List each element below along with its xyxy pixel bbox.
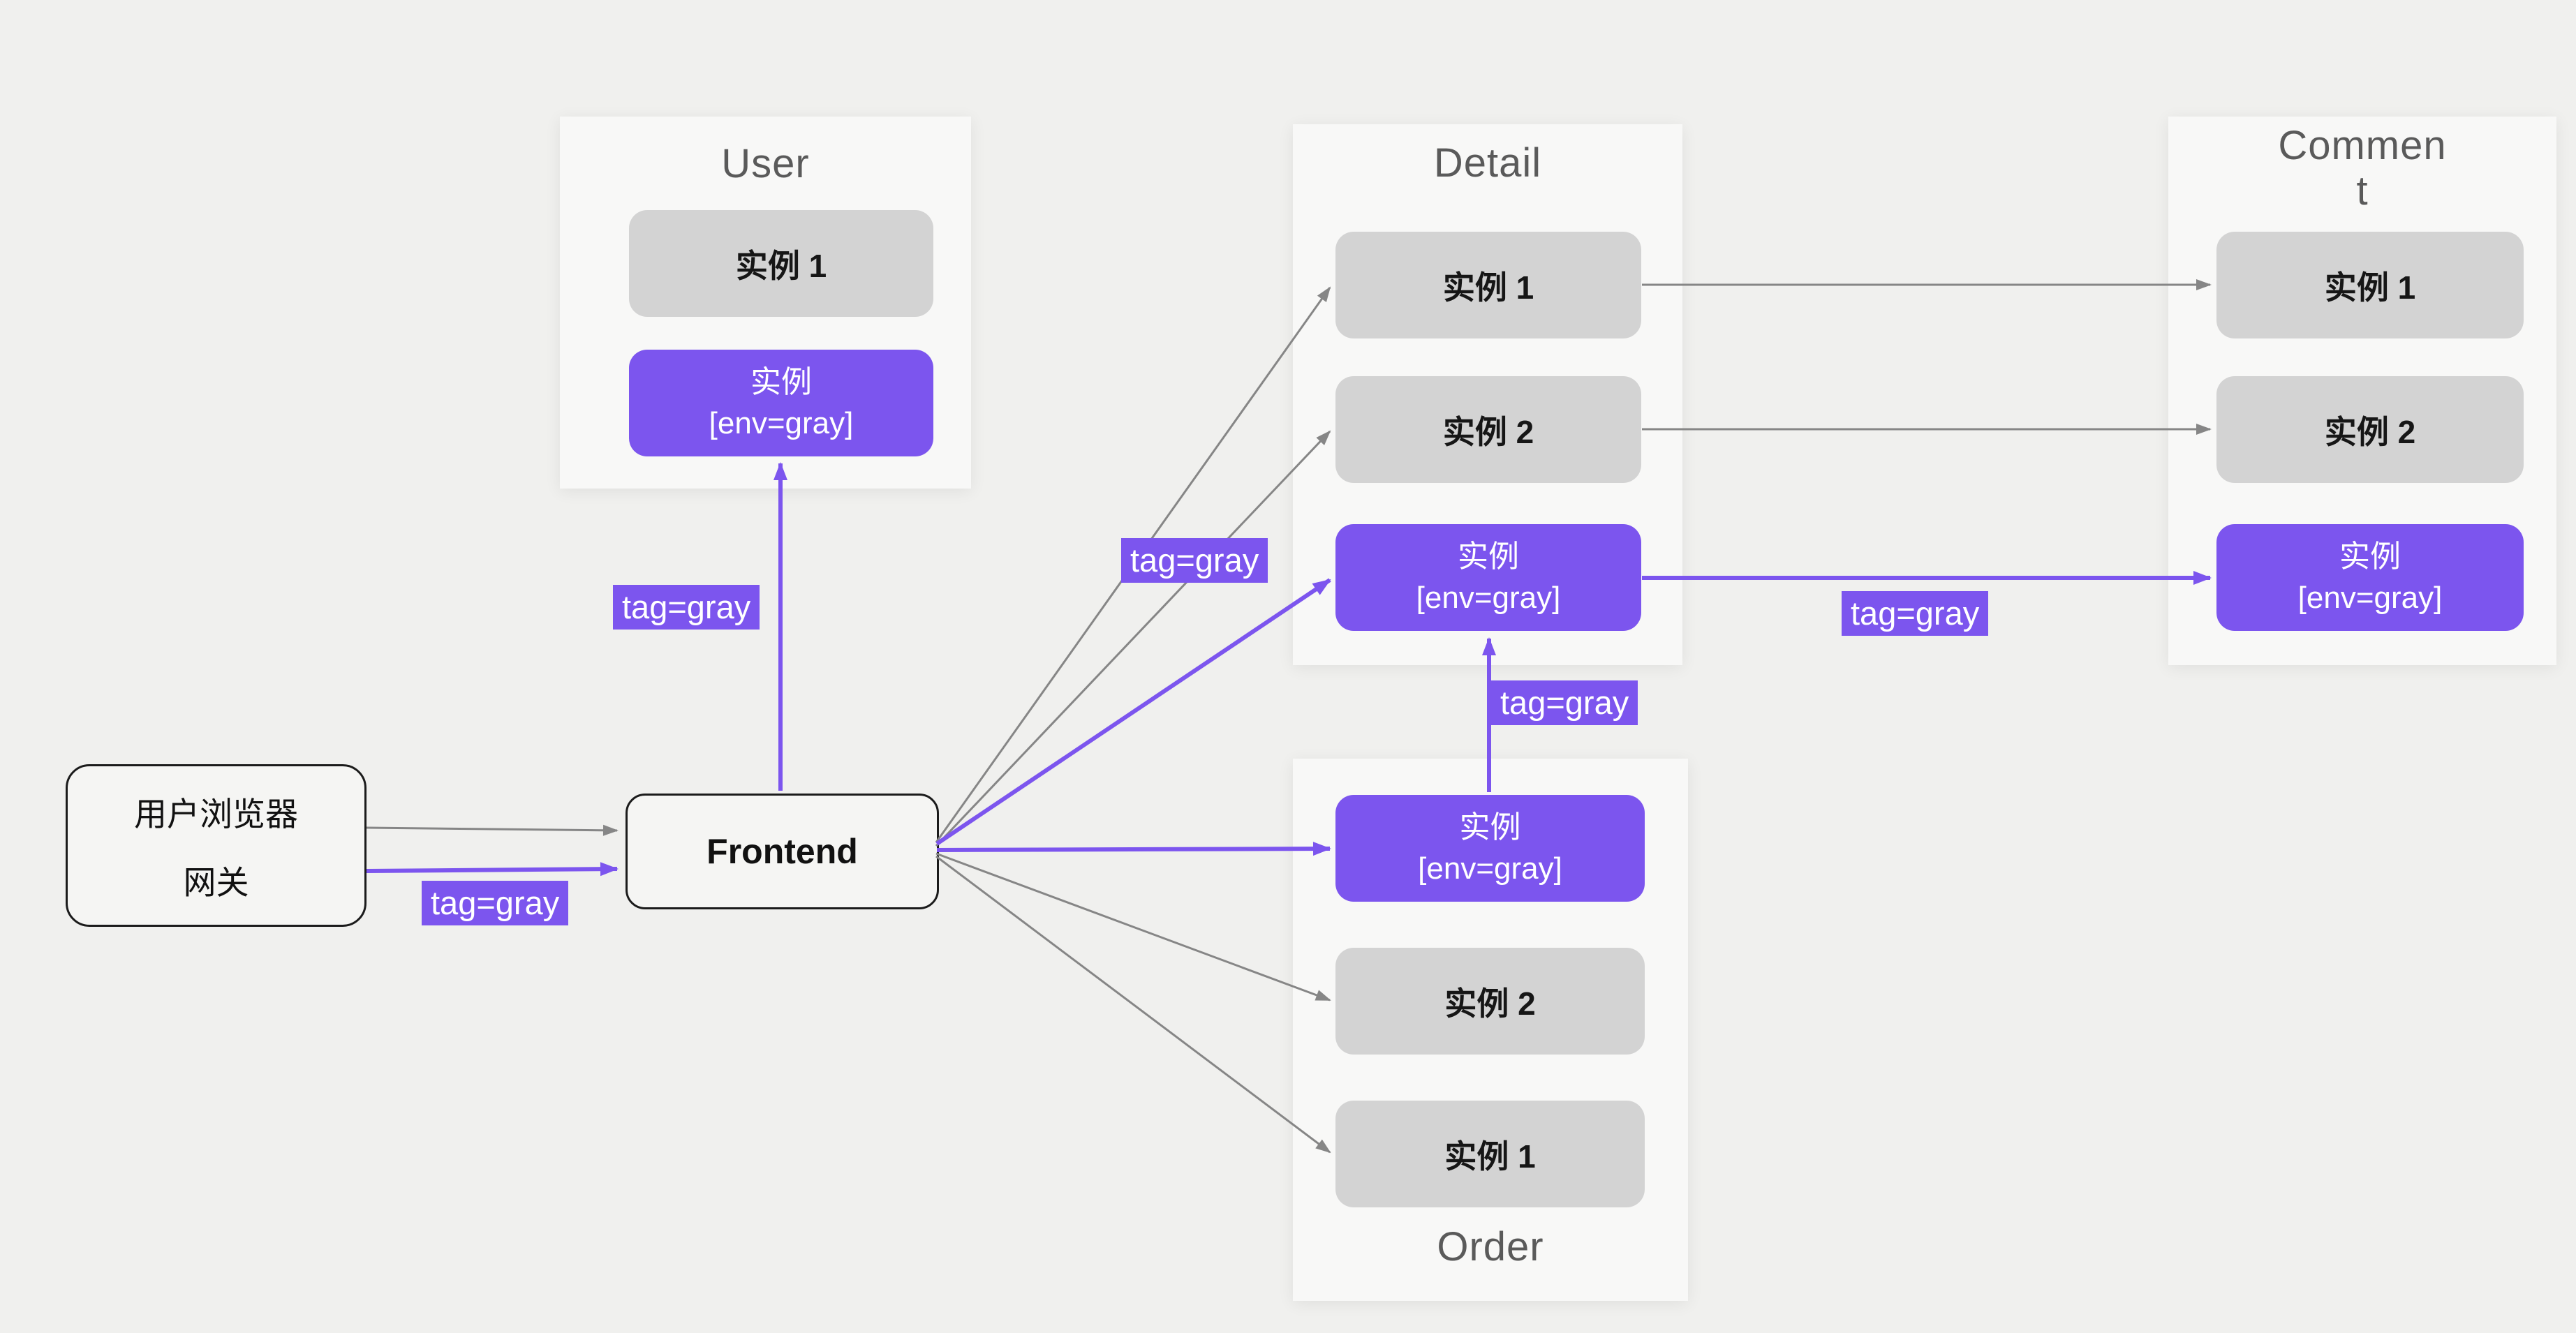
instance-env-label: [env=gray] <box>709 405 854 440</box>
edge-browser-to-frontend <box>366 824 619 836</box>
instance-label: 实例 <box>1458 539 1519 574</box>
detail-group-title: Detail <box>1433 140 1542 186</box>
user-service-group: User 实例 1 实例 [env=gray] <box>560 117 971 489</box>
order-group-title: Order <box>1437 1224 1544 1269</box>
instance-label: 实例 2 <box>1442 413 1534 450</box>
tag-gray-label-detail-edge: tag=gray <box>1121 538 1268 583</box>
order-instance-1: 实例 1 <box>1335 1101 1645 1207</box>
instance-label: 实例 2 <box>1444 985 1536 1022</box>
instance-label: 实例 <box>2339 539 2401 574</box>
comment-instance-2: 实例 2 <box>2216 376 2524 483</box>
user-instance-1: 实例 1 <box>629 210 933 317</box>
tag-gray-label-order-detail-edge: tag=gray <box>1491 680 1638 725</box>
comment-service-group: Comment 实例 1 实例 2 实例 [env=gray] <box>2168 117 2556 665</box>
instance-label: 实例 1 <box>1444 1138 1536 1175</box>
comment-instance-gray: 实例 [env=gray] <box>2216 524 2524 631</box>
user-instance-gray: 实例 [env=gray] <box>629 350 933 456</box>
browser-gateway-node: 用户浏览器 网关 <box>66 764 367 927</box>
instance-label: 实例 2 <box>2324 413 2416 450</box>
instance-label: 实例 <box>1459 810 1521 845</box>
detail-instance-2: 实例 2 <box>1335 376 1641 483</box>
edge-frontend-to-order-gray <box>936 842 1331 856</box>
frontend-node: Frontend <box>626 794 939 909</box>
tag-gray-label-gateway-edge: tag=gray <box>422 881 569 925</box>
detail-service-group: Detail 实例 1 实例 2 实例 [env=gray] <box>1293 124 1682 665</box>
comment-instance-1: 实例 1 <box>2216 232 2524 338</box>
edge-frontend-to-order-instance-2 <box>935 852 1331 1001</box>
browser-label: 用户浏览器 <box>134 795 298 833</box>
order-instance-2: 实例 2 <box>1335 948 1645 1055</box>
instance-label: 实例 1 <box>2324 269 2416 306</box>
edge-frontend-to-detail-gray <box>935 578 1331 846</box>
edge-frontend-to-detail-instance-2 <box>935 430 1331 847</box>
detail-instance-gray: 实例 [env=gray] <box>1335 524 1641 631</box>
tag-gray-label-user-edge: tag=gray <box>613 585 760 630</box>
instance-label: 实例 1 <box>1442 269 1534 306</box>
order-instance-gray: 实例 [env=gray] <box>1335 795 1645 902</box>
gateway-label: 网关 <box>183 864 249 902</box>
instance-label: 实例 <box>750 365 812 400</box>
detail-instance-1: 实例 1 <box>1335 232 1641 338</box>
tag-gray-label-comment-edge: tag=gray <box>1842 591 1989 636</box>
instance-env-label: [env=gray] <box>1416 580 1561 615</box>
edge-frontend-to-order-instance-1 <box>935 855 1331 1154</box>
user-group-title: User <box>721 141 810 186</box>
comment-group-title: Comment <box>2278 123 2447 214</box>
instance-label: 实例 1 <box>735 247 827 284</box>
order-service-group: 实例 [env=gray] 实例 2 实例 1 Order <box>1293 759 1688 1301</box>
instance-env-label: [env=gray] <box>1418 851 1562 886</box>
frontend-label: Frontend <box>706 832 858 871</box>
edge-browser-to-frontend-gray <box>366 862 619 877</box>
instance-env-label: [env=gray] <box>2297 580 2443 615</box>
